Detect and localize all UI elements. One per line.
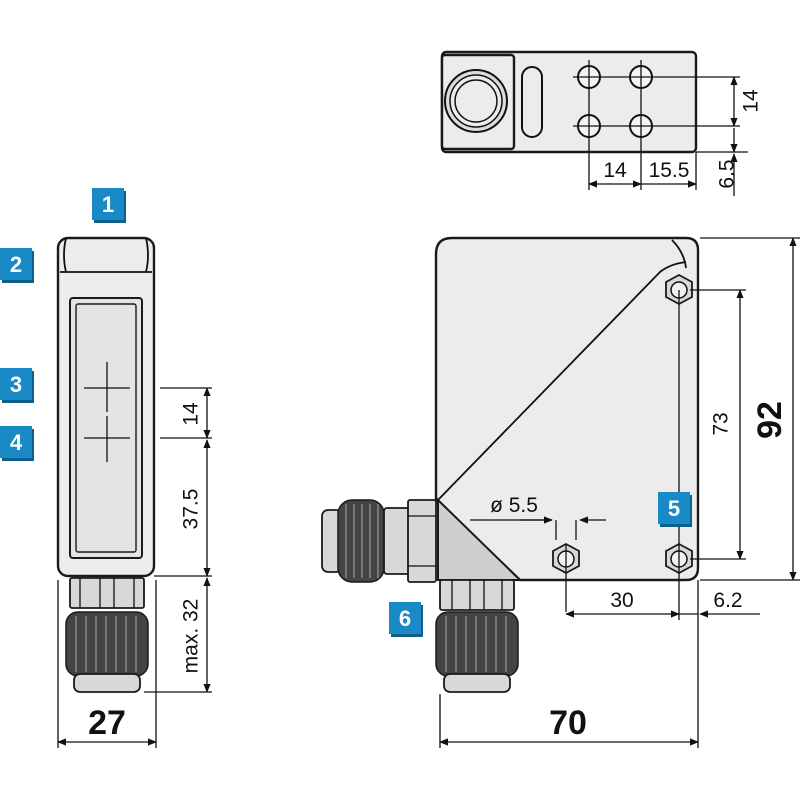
badge-2: 2 bbox=[0, 248, 34, 283]
front-connector-tail bbox=[73, 673, 141, 693]
side-dim-hole-diameter: ø 5.5 bbox=[490, 494, 538, 517]
badge-5: 5 bbox=[658, 492, 692, 527]
side-dim-73: 73 bbox=[710, 412, 733, 435]
bracket-dim-14-vertical: 14 bbox=[740, 89, 763, 113]
svg-text:6: 6 bbox=[399, 606, 411, 631]
side-dim-6-2: 6.2 bbox=[713, 589, 742, 612]
side-housing bbox=[434, 236, 700, 582]
bracket-dim-14-horizontal: 14 bbox=[603, 159, 627, 182]
side-view: ø 5.5 73 92 30 6.2 70 bbox=[321, 236, 800, 748]
bracket-dim-6-5: 6.5 bbox=[716, 159, 739, 188]
svg-text:2: 2 bbox=[10, 252, 22, 277]
badge-3: 3 bbox=[0, 368, 34, 403]
badge-1: 1 bbox=[92, 188, 126, 223]
svg-text:4: 4 bbox=[10, 430, 23, 455]
front-cross-lower bbox=[84, 416, 130, 462]
side-dim-92: 92 bbox=[751, 401, 789, 439]
side-cable-gland bbox=[321, 499, 437, 583]
front-dim-max-32: max. 32 bbox=[180, 599, 203, 674]
bracket-holes bbox=[573, 60, 740, 190]
side-dim-30: 30 bbox=[610, 589, 633, 612]
bracket-hex-inner bbox=[454, 79, 498, 123]
front-dim-14: 14 bbox=[180, 402, 203, 426]
svg-text:1: 1 bbox=[102, 192, 114, 217]
front-optic-window bbox=[69, 297, 143, 559]
badge-6: 6 bbox=[389, 602, 423, 637]
front-cross-upper bbox=[84, 362, 130, 412]
front-dim-27: 27 bbox=[88, 704, 126, 742]
bracket-slot bbox=[521, 66, 543, 138]
side-bottom-connector bbox=[435, 579, 519, 693]
front-view: 14 37.5 max. 32 27 bbox=[56, 236, 212, 748]
badge-4: 4 bbox=[0, 426, 34, 461]
svg-text:5: 5 bbox=[668, 496, 680, 521]
side-diagonal bbox=[437, 261, 687, 501]
mounting-bracket-view: 14 6.5 14 15.5 bbox=[440, 50, 763, 196]
side-dim-70: 70 bbox=[549, 704, 587, 742]
bracket-dim-15-5: 15.5 bbox=[649, 159, 690, 182]
svg-text:3: 3 bbox=[10, 372, 22, 397]
front-dim-37-5: 37.5 bbox=[180, 489, 203, 530]
front-connector-nut bbox=[69, 577, 145, 609]
